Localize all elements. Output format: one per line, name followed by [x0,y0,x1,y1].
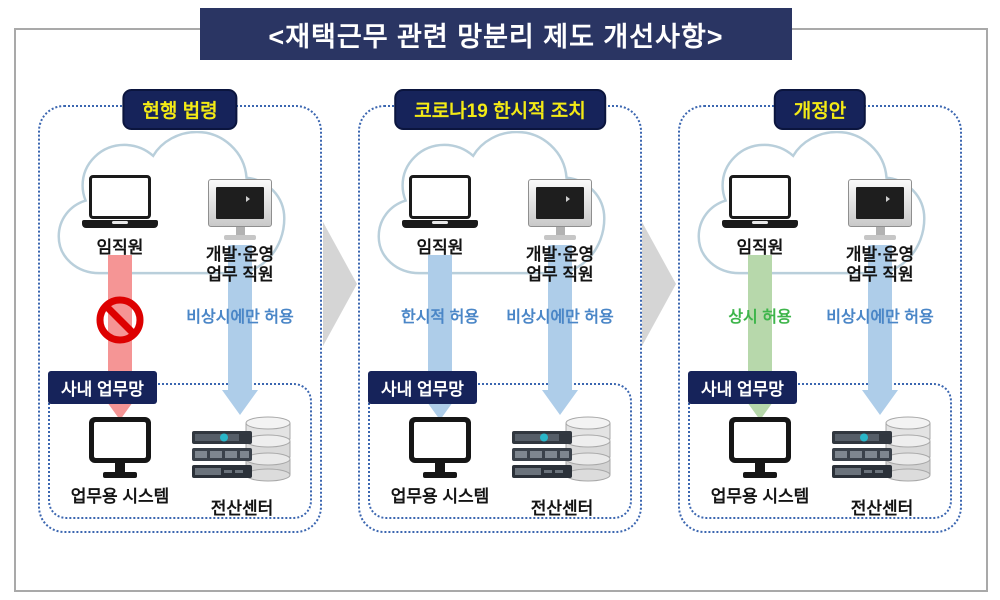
office-system: 업무용 시스템 [60,417,180,507]
access-policy-label: 비상시에만 허용 [186,309,294,326]
employee-label: 임직원 [96,238,144,257]
panel-covid-temporary: 코로나19 한시적 조치 임직원 개발·운영 업무 직원 한시적 허용 [358,89,642,533]
office-system-label: 업무용 시스템 [70,487,170,506]
datacenter-system: 전산센터 [504,413,620,519]
access-policy-label: 비상시에만 허용 [506,309,614,326]
panel-amendment: 개정안 임직원 개발·운영 업무 직원 상시 허용 [678,89,962,533]
server-database-icon [512,416,611,482]
datacenter-system: 전산센터 [184,413,300,519]
datacenter-label: 전산센터 [850,499,914,518]
access-policy-label: 비상시에만 허용 [826,309,934,326]
desktop-icon [89,417,151,478]
datacenter-label: 전산센터 [530,499,594,518]
page-title: <재택근무 관련 망분리 제도 개선사항> [200,8,792,60]
employee-device: 임직원 [388,175,492,258]
server-database-icon [192,416,291,482]
devops-access-arrow [542,245,578,415]
network-zone-tag: 사내 업무망 [688,371,797,404]
devops-label: 개발·운영 업무 직원 [845,245,915,284]
desktop-icon [409,417,471,478]
devops-device: 개발·운영 업무 직원 [188,179,292,284]
monitor-icon [208,179,272,240]
internal-network-box [368,383,632,519]
laptop-icon [722,175,798,228]
devops-device: 개발·운영 업무 직원 [508,179,612,284]
desktop-icon [729,417,791,478]
employee-device: 임직원 [68,175,172,258]
internal-network-box [688,383,952,519]
office-system: 업무용 시스템 [380,417,500,507]
employee-label: 임직원 [736,238,784,257]
employee-label: 임직원 [416,238,464,257]
devops-label: 개발·운영 업무 직원 [525,245,595,284]
chevron-right-icon [642,222,676,346]
panel-header: 개정안 [773,89,867,130]
devops-label: 개발·운영 업무 직원 [205,245,275,284]
datacenter-label: 전산센터 [210,499,274,518]
employee-device: 임직원 [708,175,812,258]
network-zone-tag: 사내 업무망 [368,371,477,404]
devops-device: 개발·운영 업무 직원 [828,179,932,284]
access-policy-label: 한시적 허용 [400,309,480,326]
office-system-label: 업무용 시스템 [390,487,490,506]
internal-network-box [48,383,312,519]
network-zone-tag: 사내 업무망 [48,371,157,404]
chevron-right-icon [323,222,357,346]
office-system: 업무용 시스템 [700,417,820,507]
laptop-icon [82,175,158,228]
panel-current-law: 현행 법령 임직원 개발·운영 업무 직원 [38,89,322,533]
devops-access-arrow [862,245,898,415]
monitor-icon [528,179,592,240]
access-policy-label: 상시 허용 [728,309,792,326]
laptop-icon [402,175,478,228]
panel-header: 코로나19 한시적 조치 [394,89,606,130]
datacenter-system: 전산센터 [824,413,940,519]
server-database-icon [832,416,931,482]
monitor-icon [848,179,912,240]
prohibition-icon [96,296,144,344]
devops-access-arrow [222,245,258,415]
panel-header: 현행 법령 [122,89,238,130]
office-system-label: 업무용 시스템 [710,487,810,506]
